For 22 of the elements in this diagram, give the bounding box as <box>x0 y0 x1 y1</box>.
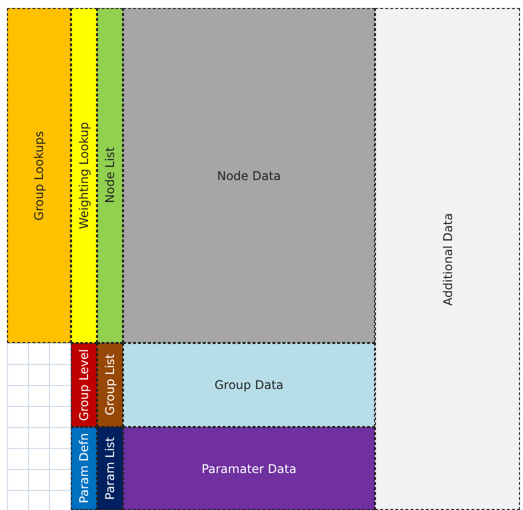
data-block <box>71 343 97 427</box>
block-label: Paramater Data <box>202 462 296 476</box>
data-block <box>375 8 520 510</box>
data-block <box>71 427 97 510</box>
block-label: Param Defn <box>77 433 91 504</box>
data-block <box>123 343 375 427</box>
block-label: Additional Data <box>440 212 454 306</box>
block-label: Group Data <box>214 378 284 392</box>
data-block <box>123 427 375 510</box>
data-block <box>97 8 123 343</box>
data-block <box>7 8 71 343</box>
block-label: Group Lookups <box>32 130 46 220</box>
block-label: Node List <box>103 147 117 204</box>
data-block <box>97 343 123 427</box>
block-label: Param List <box>103 437 117 500</box>
block-label: Group Level <box>77 348 91 422</box>
data-block <box>97 427 123 510</box>
block-label: Group List <box>103 354 117 416</box>
block-label: Weighting Lookup <box>77 122 91 230</box>
data-block <box>123 8 375 343</box>
block-label: Node Data <box>217 168 281 182</box>
data-block <box>71 8 97 343</box>
